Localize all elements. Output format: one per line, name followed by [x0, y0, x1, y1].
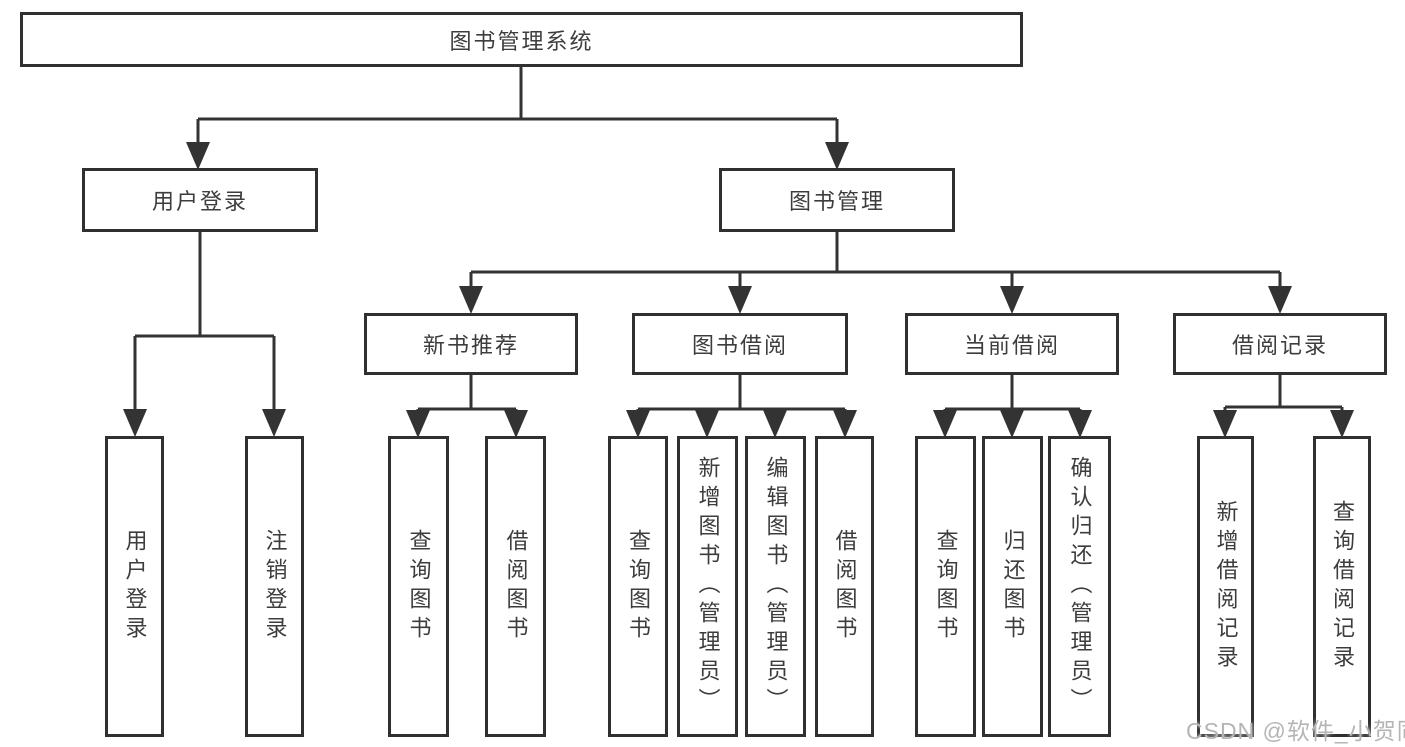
leaf-edit-book-admin: 编辑图书（管理员） [745, 436, 806, 737]
arrowheads-new-book-leaves [406, 410, 528, 438]
leaf-label: 确认归还（管理员） [1067, 456, 1093, 717]
leaf-query-books-borrow: 查询图书 [608, 436, 668, 737]
leaf-label: 归还图书 [1000, 528, 1026, 645]
connector-user-login-to-leaves [133, 232, 276, 414]
leaf-label: 用户登录 [122, 528, 148, 645]
node-current-borrow: 当前借阅 [905, 313, 1119, 375]
leaf-add-book-admin: 新增图书（管理员） [677, 436, 738, 737]
arrowheads-level3 [459, 286, 1292, 314]
connector-borrow-record-leaves [1223, 375, 1344, 420]
node-root-system: 图书管理系统 [20, 12, 1023, 67]
arrowheads-borrow-record-leaves [1213, 410, 1354, 438]
connector-book-management-to-level3 [469, 232, 1282, 292]
connector-book-borrow-leaves [636, 375, 847, 420]
leaf-return-book: 归还图书 [982, 436, 1043, 737]
leaf-logout: 注销登录 [245, 436, 304, 737]
arrowheads-root-to-level2 [186, 142, 849, 170]
node-book-borrow: 图书借阅 [632, 313, 848, 375]
leaf-borrow-books-recommend: 借阅图书 [485, 436, 546, 737]
node-new-book-recommend: 新书推荐 [364, 313, 578, 375]
leaf-add-borrow-record: 新增借阅记录 [1197, 436, 1254, 737]
leaf-label: 借阅图书 [832, 528, 858, 645]
leaf-label: 查询图书 [406, 528, 432, 645]
node-borrow-records: 借阅记录 [1173, 313, 1387, 375]
leaf-query-books-recommend: 查询图书 [388, 436, 449, 737]
arrowheads-current-borrow-leaves [933, 410, 1092, 438]
leaf-query-borrow-record: 查询借阅记录 [1313, 436, 1371, 737]
leaf-confirm-return-admin: 确认归还（管理员） [1048, 436, 1111, 737]
leaf-query-books-current: 查询图书 [915, 436, 976, 737]
leaf-user-login: 用户登录 [105, 436, 164, 737]
node-user-login: 用户登录 [82, 168, 318, 232]
connector-new-book-leaves [416, 375, 518, 420]
leaf-label: 查询图书 [933, 528, 959, 645]
arrowheads-book-borrow-leaves [626, 410, 857, 438]
leaf-label: 新增借阅记录 [1213, 499, 1239, 674]
node-book-management: 图书管理 [719, 168, 955, 232]
leaf-borrow-books: 借阅图书 [815, 436, 874, 737]
leaf-label: 新增图书（管理员） [695, 456, 721, 717]
leaf-label: 借阅图书 [503, 528, 529, 645]
connector-root-to-level2 [196, 67, 839, 148]
csdn-watermark: CSDN @软件_小贺同学 [1186, 718, 1405, 744]
leaf-label: 查询借阅记录 [1330, 499, 1355, 674]
leaf-label: 查询图书 [626, 528, 651, 645]
leaf-label: 编辑图书（管理员） [763, 456, 789, 717]
leaf-label: 注销登录 [262, 528, 288, 645]
arrowheads-user-login-leaves [123, 409, 286, 437]
